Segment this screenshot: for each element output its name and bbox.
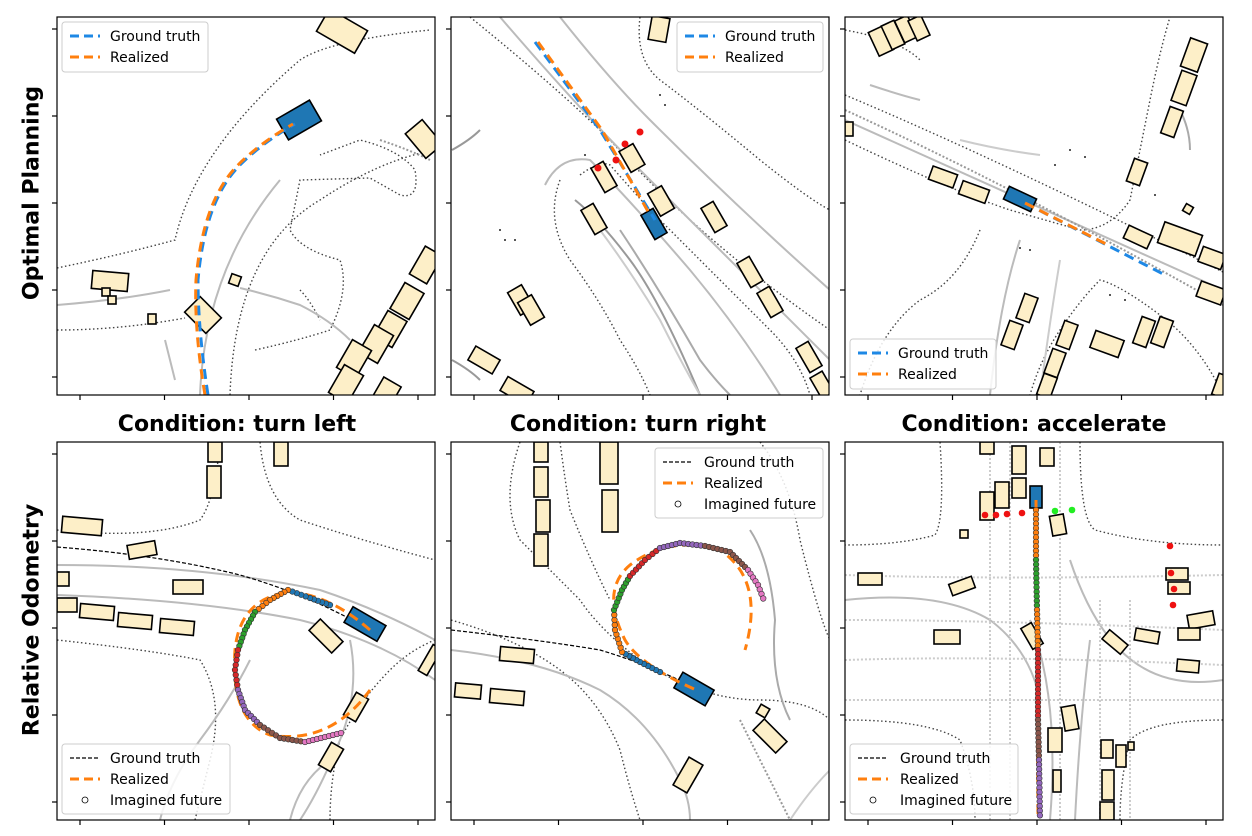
imagined-future-dot: [233, 676, 240, 684]
panel-turn-right: [451, 442, 829, 820]
other-vehicles: [466, 17, 829, 395]
legend-panel-3: Ground truth Realized: [849, 338, 997, 390]
imagined-future-dot: [1036, 812, 1044, 819]
road-edges: [451, 442, 829, 820]
lane-lines: [845, 442, 1223, 820]
column-title-turn-left: Condition: turn left: [117, 412, 357, 437]
ego-vehicle: [639, 207, 669, 241]
legend-label-realized: Realized: [704, 476, 763, 492]
axes-frame: [844, 441, 1224, 821]
panel-optimal-planning-1: [57, 17, 435, 395]
other-vehicles: [857, 442, 1216, 820]
column-title-turn-right: Condition: turn right: [509, 412, 767, 437]
realized-path: [536, 41, 652, 216]
lane-lines: [451, 17, 829, 395]
traffic-lights: [981, 506, 1178, 609]
imagined-future-dot: [233, 656, 240, 664]
legend-label-realized: Realized: [725, 50, 784, 66]
realized-path: [612, 543, 753, 691]
column-title-accelerate: Condition: accelerate: [901, 412, 1167, 437]
other-vehicles: [845, 17, 1223, 395]
legend-label-imagined-future: Imagined future: [900, 793, 1012, 809]
legend-panel-2: Ground truth Realized: [676, 21, 824, 73]
ground-truth-path: [196, 122, 296, 395]
imagined-future-dot: [760, 595, 767, 602]
legend-label-realized: Realized: [110, 50, 169, 66]
legend-label-realized: Realized: [900, 772, 959, 788]
legend-label-ground-truth: Ground truth: [725, 29, 815, 45]
imagined-future-dot: [234, 681, 241, 689]
legend-panel-6: Ground truth Realized Imagined future: [849, 743, 1019, 815]
legend-label-realized: Realized: [110, 772, 169, 788]
axes-frame: [450, 16, 830, 396]
ground-truth-path: [451, 629, 701, 691]
legend-label-ground-truth: Ground truth: [900, 751, 990, 767]
markers: [499, 94, 666, 241]
legend-label-imagined-future: Imagined future: [110, 793, 222, 809]
other-vehicles: [453, 442, 789, 794]
imagined-future-dot: [234, 651, 241, 659]
axes-frame: [844, 16, 1224, 396]
imagined-future-dot: [232, 671, 239, 679]
legend-label-ground-truth: Ground truth: [110, 29, 200, 45]
axes-frame: [56, 16, 436, 396]
imagined-future-dot: [232, 661, 239, 669]
panel-optimal-planning-2: [451, 17, 829, 395]
legend-panel-4: Ground truth Realized Imagined future: [61, 743, 231, 815]
legend-label-imagined-future: Imagined future: [704, 497, 816, 513]
legend-panel-1: Ground truth Realized: [61, 21, 209, 73]
imagined-future-dot: [234, 646, 242, 654]
ground-truth-path: [57, 546, 371, 631]
lane-lines: [451, 529, 829, 820]
legend-label-ground-truth: Ground truth: [110, 751, 200, 767]
ground-truth-path: [1024, 201, 1168, 278]
legend-label-realized: Realized: [898, 367, 957, 383]
panel-optimal-planning-3: [845, 17, 1223, 395]
imagined-future-dots: [231, 586, 345, 746]
other-vehicles: [90, 17, 435, 395]
imagined-future-dots: [610, 539, 767, 676]
traffic-lights: [594, 128, 644, 172]
imagined-future-dot: [231, 666, 239, 674]
panel-accelerate: [845, 442, 1223, 820]
road-edges: [845, 17, 1223, 395]
legend-label-ground-truth: Ground truth: [898, 346, 988, 362]
imagined-future-dot: [337, 729, 345, 737]
imagined-future-dots: [1032, 506, 1044, 819]
realized-path: [194, 122, 294, 395]
markers: [1019, 149, 1156, 301]
axes-frame: [56, 441, 436, 821]
other-vehicles: [57, 442, 435, 773]
axes-frame: [450, 441, 830, 821]
ego-vehicle: [275, 99, 323, 141]
road-edges: [469, 17, 829, 395]
legend-panel-5: Ground truth Realized Imagined future: [654, 447, 824, 519]
legend-label-ground-truth: Ground truth: [704, 455, 794, 471]
